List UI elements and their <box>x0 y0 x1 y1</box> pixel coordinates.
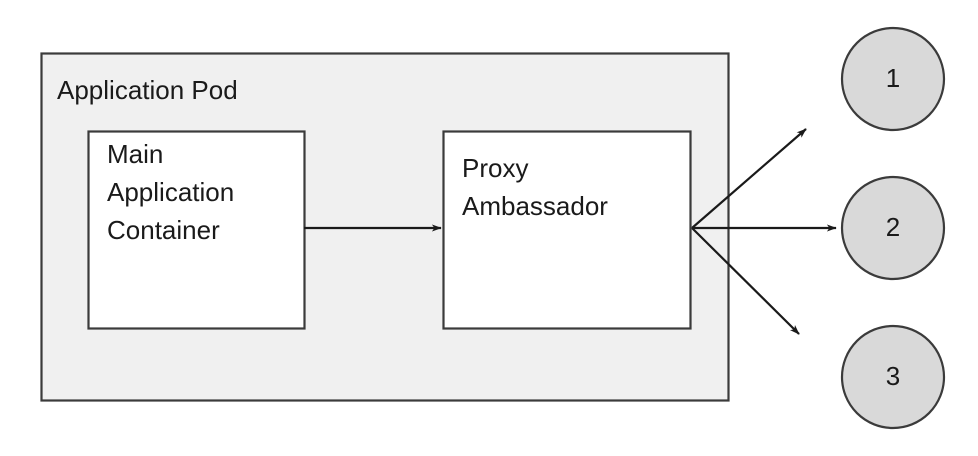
main-application-container-label-line1: Main <box>107 139 163 169</box>
external-service-3-node[interactable] <box>840 324 946 430</box>
proxy-ambassador-container-box[interactable] <box>442 130 692 330</box>
external-service-3-label: 3 <box>886 361 900 391</box>
application-pod-label: Application Pod <box>57 75 238 105</box>
external-service-1-label: 1 <box>886 63 900 93</box>
external-service-1-node[interactable] <box>840 26 946 132</box>
main-application-container-label-line2: Application <box>107 177 234 207</box>
connector-proxy-to-service-1 <box>691 128 807 229</box>
main-application-container-box[interactable] <box>87 130 306 330</box>
connector-proxy-to-service-3 <box>691 227 800 335</box>
external-service-2-label: 2 <box>886 212 900 242</box>
proxy-ambassador-label-line2: Ambassador <box>462 191 608 221</box>
external-service-2-node[interactable] <box>840 175 946 281</box>
main-application-container-label-line3: Container <box>107 215 220 245</box>
proxy-ambassador-label-line1: Proxy <box>462 153 528 183</box>
